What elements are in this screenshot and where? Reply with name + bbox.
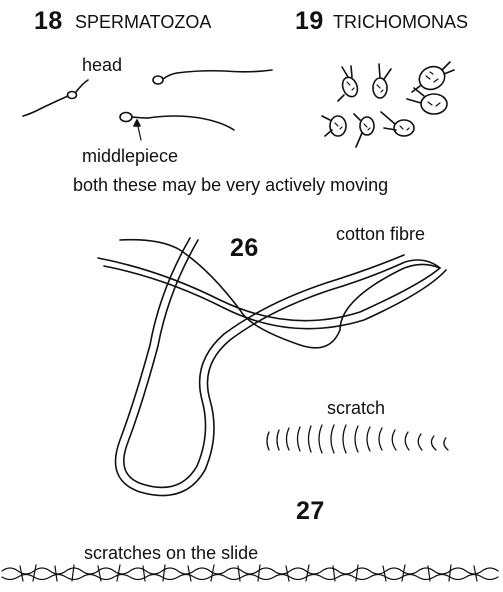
slide-scratch-band [2, 565, 498, 581]
scratch-marks [267, 425, 448, 453]
spermatozoon-3 [120, 113, 234, 141]
cotton-fibre [98, 238, 446, 496]
trichomonas-cluster [322, 62, 454, 147]
spermatozoon-1 [23, 80, 88, 116]
spermatozoon-2 [153, 70, 272, 84]
